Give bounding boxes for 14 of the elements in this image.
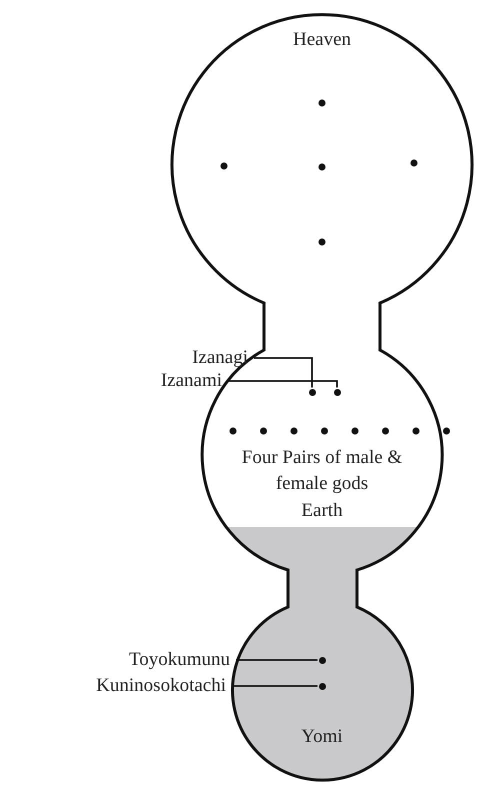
leader-line — [254, 357, 313, 388]
deity-label: Kuninosokotachi — [96, 673, 226, 699]
deity-dot — [334, 388, 340, 396]
region-caption: Four Pairs of male & female gods — [240, 446, 404, 496]
region-label: Yomi — [300, 725, 344, 749]
deity-dot — [308, 388, 316, 396]
region-label: Earth — [300, 499, 344, 523]
deity-label: Izanami — [160, 368, 222, 394]
deity-label: Izanagi — [192, 345, 248, 371]
leader-line — [236, 659, 318, 661]
deity-label: Toyokumunu — [128, 647, 230, 673]
region-label: Heaven — [292, 28, 352, 52]
leader-line — [232, 685, 318, 687]
leader-line — [228, 380, 338, 388]
